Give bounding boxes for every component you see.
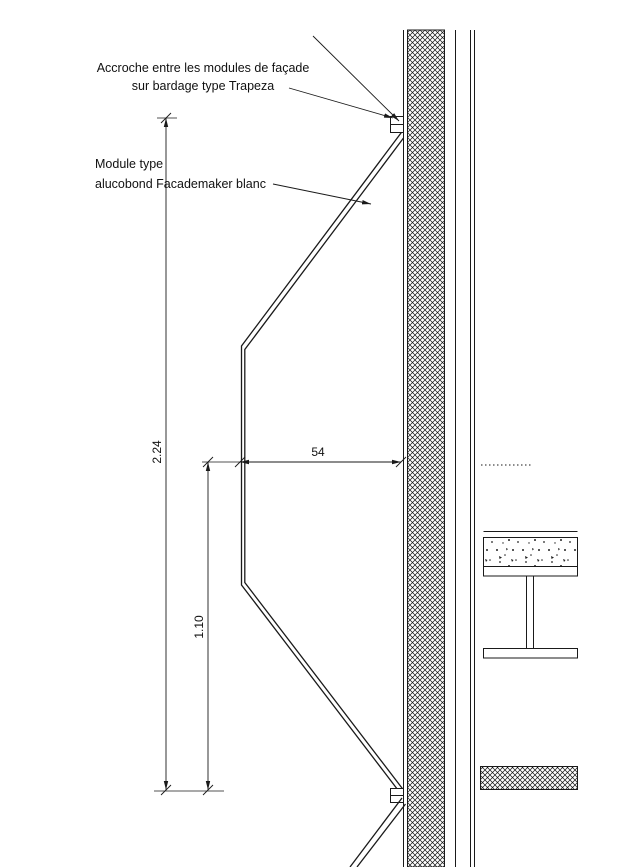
structure-right — [480, 464, 578, 790]
dim-tick — [202, 784, 214, 796]
annotation-module-line1: Module type — [95, 157, 163, 171]
leader-top-cut — [312, 35, 400, 122]
wall-section — [403, 29, 475, 867]
wall-crosshatch-band — [407, 29, 445, 867]
dim-tick — [160, 112, 172, 124]
beam-bottom-flange — [483, 648, 578, 659]
leader-module — [272, 183, 372, 205]
facade-module — [240, 116, 407, 867]
dim-tick — [234, 456, 246, 468]
dim-label-total-height: 2.24 — [150, 440, 164, 464]
module-inner-face — [244, 137, 405, 791]
dim-tick — [395, 456, 407, 468]
dim-label-lower-height: 1.10 — [192, 615, 206, 639]
leader-accroche — [288, 87, 394, 119]
dimensions — [154, 112, 407, 796]
module-outer-face — [240, 130, 404, 797]
annotation-module-line2: alucobond Facademaker blanc — [95, 177, 266, 191]
beam-top-flange — [483, 566, 578, 577]
concrete-slab — [483, 537, 578, 567]
dim-tick — [160, 784, 172, 796]
next-module-outer — [349, 797, 403, 867]
next-module-inner — [356, 803, 407, 867]
hatched-blocking — [480, 766, 578, 790]
dim-label-depth: 54 — [311, 445, 325, 459]
annotation-accroche-line2: sur bardage type Trapeza — [132, 79, 274, 93]
annotation-accroche-line1: Accroche entre les modules de façade — [97, 61, 310, 75]
leader-lines — [272, 35, 400, 205]
